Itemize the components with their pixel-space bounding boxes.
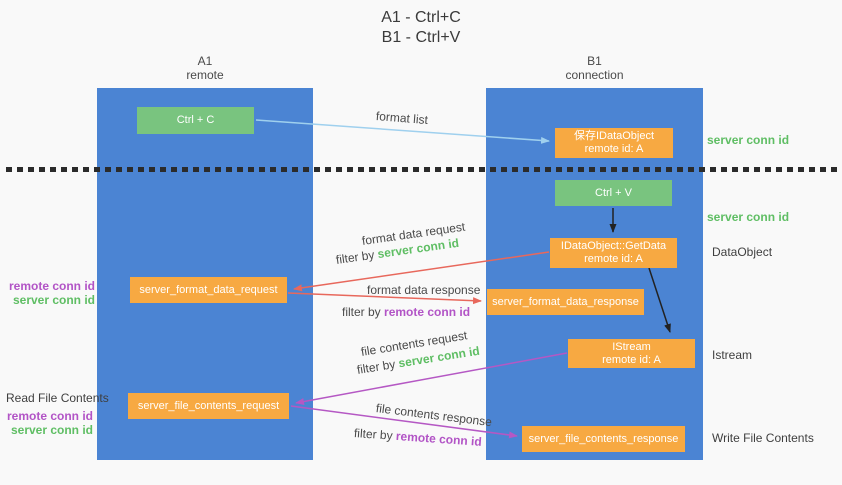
istream-line2: remote id: A (602, 353, 661, 366)
server-format-data-response-node: server_format_data_response (487, 289, 644, 315)
getdata-line2: remote id: A (584, 253, 643, 265)
column-b-name: B1 (587, 54, 602, 68)
column-b-subtitle: connection (565, 68, 624, 82)
filter-value-remote-conn-id: remote conn id (395, 428, 483, 449)
istream-node: IStream remote id: A (568, 339, 695, 368)
column-a-header: A1 remote (97, 54, 313, 82)
left-format-server-conn-id: server conn id (12, 293, 95, 307)
save-dataobject-line1: 保存IDataObject (573, 130, 655, 142)
dotted-separator-line (6, 167, 838, 172)
istream-label: Istream (712, 348, 753, 362)
filter-by-text: filter by (342, 305, 381, 319)
getdata-line1: IDataObject::GetData (560, 240, 667, 252)
server-file-contents-request-node: server_file_contents_request (128, 393, 289, 419)
left-format-remote-conn-id: remote conn id (8, 279, 95, 293)
server-conn-id-top-label: server conn id (707, 133, 790, 147)
save-dataobject-line2: remote id: A (584, 143, 644, 155)
server-format-data-request-label: server_format_data_request (139, 283, 278, 296)
file-contents-response-filter-label: filter by remote conn id (354, 426, 483, 449)
server-file-contents-response-label: server_file_contents_response (528, 432, 679, 445)
dataobject-label: DataObject (712, 245, 773, 259)
format-data-response-arrow-label: format data response (367, 283, 481, 297)
format-data-response-filter-label: filter by remote conn id (342, 305, 470, 319)
server-conn-id-mid-label: server conn id (707, 210, 790, 224)
format-list-arrow-label: format list (375, 109, 429, 128)
write-file-contents-label: Write File Contents (712, 431, 814, 445)
filter-value-remote-conn-id: remote conn id (384, 305, 471, 319)
server-format-data-response-label: server_format_data_response (492, 295, 639, 308)
ctrl-v-label: Ctrl + V (595, 186, 632, 199)
server-file-contents-response-node: server_file_contents_response (522, 426, 685, 452)
filter-by-text: filter by (335, 247, 376, 267)
ctrl-v-node: Ctrl + V (555, 180, 672, 206)
getdata-node: IDataObject::GetData remote id: A (550, 238, 677, 268)
file-contents-response-arrow-label: file contents response (375, 401, 493, 430)
save-dataobject-node: 保存IDataObject remote id: A (555, 128, 673, 158)
diagram-title-line1: A1 - Ctrl+C (381, 9, 461, 26)
column-b-header: B1 connection (486, 54, 703, 82)
column-a-name: A1 (197, 54, 213, 68)
column-a-subtitle: remote (186, 68, 224, 82)
ctrl-c-node: Ctrl + C (137, 107, 254, 134)
filter-by-text: filter by (353, 426, 394, 443)
left-file-server-conn-id: server conn id (10, 423, 93, 437)
left-file-remote-conn-id: remote conn id (6, 409, 93, 423)
filter-by-text: filter by (355, 357, 397, 377)
server-format-data-request-node: server_format_data_request (130, 277, 287, 303)
diagram-title-line2: B1 - Ctrl+V (381, 29, 461, 46)
istream-line1: IStream (612, 340, 651, 353)
ctrl-c-label: Ctrl + C (176, 114, 215, 126)
server-file-contents-request-label: server_file_contents_request (137, 399, 280, 412)
read-file-contents-label: Read File Contents (6, 391, 109, 405)
